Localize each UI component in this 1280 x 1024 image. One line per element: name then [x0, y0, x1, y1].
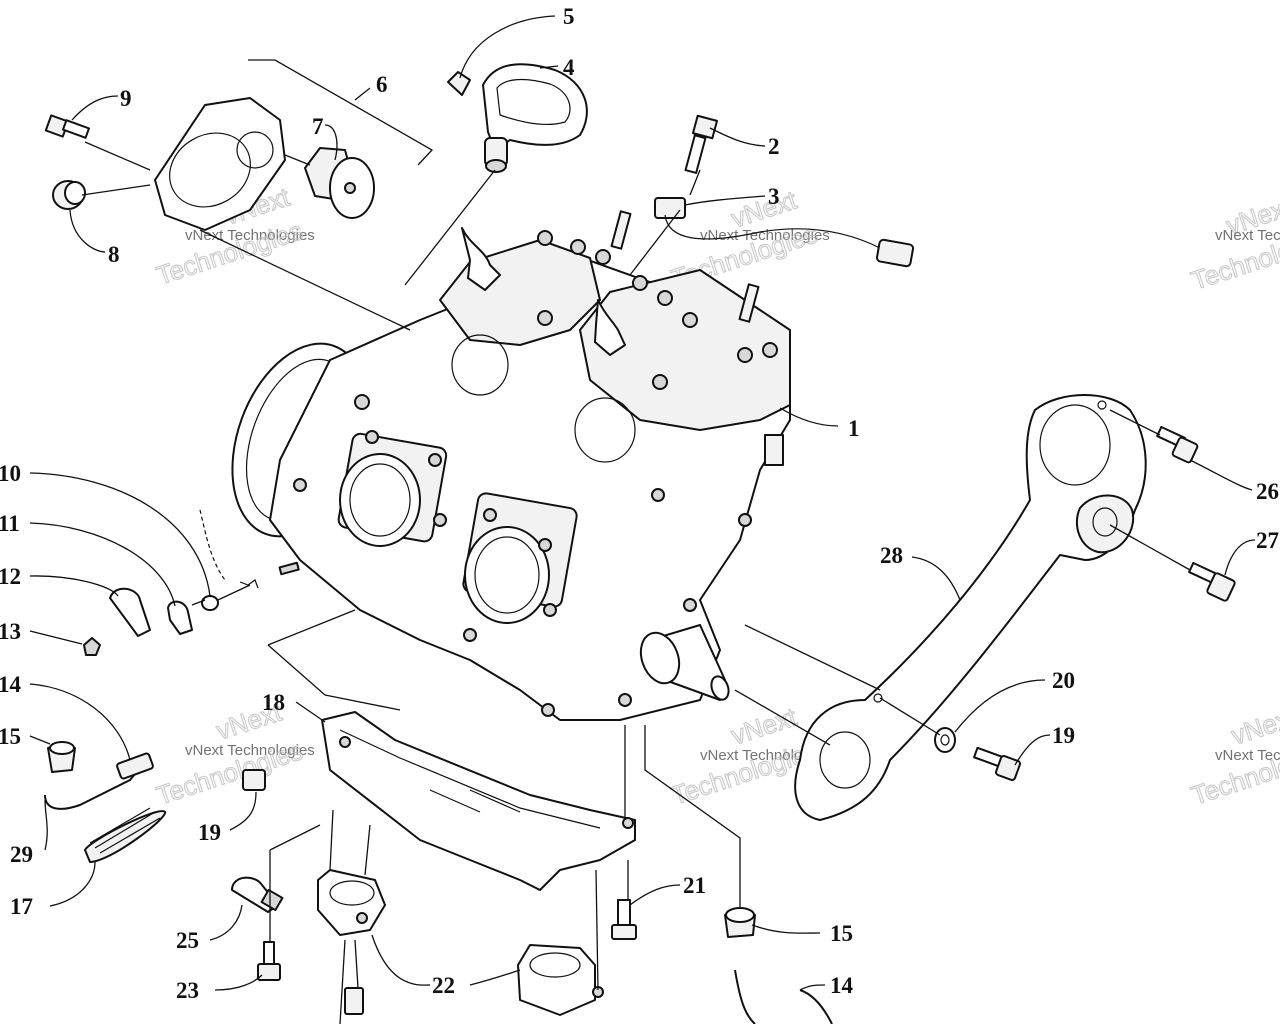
callout-4: 4	[563, 55, 575, 80]
callout-labels: 1 2 3 4 5 6 7 8 9 10 11 12 13 14 15 29 1…	[0, 4, 1279, 1003]
callout-28: 28	[880, 543, 903, 568]
callout-23: 23	[176, 978, 199, 1003]
callout-14: 14	[0, 672, 22, 697]
starter-handle	[447, 63, 588, 173]
mount-plate-18	[242, 711, 636, 891]
watermark-small: vNext Technologies	[185, 742, 315, 759]
bolt-9	[44, 114, 90, 139]
watermark-small: vNext Technologies	[700, 227, 830, 244]
leader-lines	[29, 15, 1256, 1024]
callout-25: 25	[176, 928, 199, 953]
callout-2: 2	[768, 134, 780, 159]
callout-19-right: 19	[1052, 723, 1075, 748]
callout-10: 10	[0, 461, 21, 486]
callout-14-bottom: 14	[830, 973, 854, 998]
callout-17: 17	[10, 894, 33, 919]
callout-21: 21	[683, 873, 706, 898]
callout-13: 13	[0, 619, 21, 644]
clamp-parts-left	[83, 509, 259, 656]
callout-5: 5	[563, 4, 575, 29]
callout-6: 6	[376, 72, 388, 97]
watermark-small: vNext Technologies	[1215, 747, 1280, 764]
bolt-2	[684, 114, 718, 174]
callout-20: 20	[1052, 668, 1075, 693]
callout-22: 22	[432, 973, 455, 998]
engine-block	[231, 210, 791, 721]
callout-7: 7	[312, 114, 324, 139]
callout-19-left: 19	[198, 820, 221, 845]
callout-15: 15	[0, 724, 21, 749]
watermark-small: vNext Technologies	[185, 227, 315, 244]
cover-assembly	[154, 97, 375, 231]
callout-26: 26	[1256, 479, 1279, 504]
callout-9: 9	[120, 86, 132, 111]
callout-15-bottom: 15	[830, 921, 853, 946]
callout-18: 18	[262, 690, 285, 715]
callout-27: 27	[1256, 528, 1279, 553]
callout-29: 29	[10, 842, 33, 867]
bushing-8	[52, 180, 86, 210]
watermark-top: vNext	[1228, 701, 1280, 750]
callout-12: 12	[0, 564, 21, 589]
temp-sensor-3	[654, 197, 915, 268]
lower-mounts	[231, 869, 833, 1024]
watermark-small: vNext Technologies	[700, 747, 830, 764]
watermark-small: vNext Technologies	[1215, 227, 1280, 244]
callout-8: 8	[108, 242, 120, 267]
hose-parts-left	[44, 741, 167, 863]
callout-3: 3	[768, 184, 780, 209]
callout-1: 1	[848, 416, 860, 441]
callout-11: 11	[0, 511, 20, 536]
torque-bracket-28	[794, 394, 1236, 821]
